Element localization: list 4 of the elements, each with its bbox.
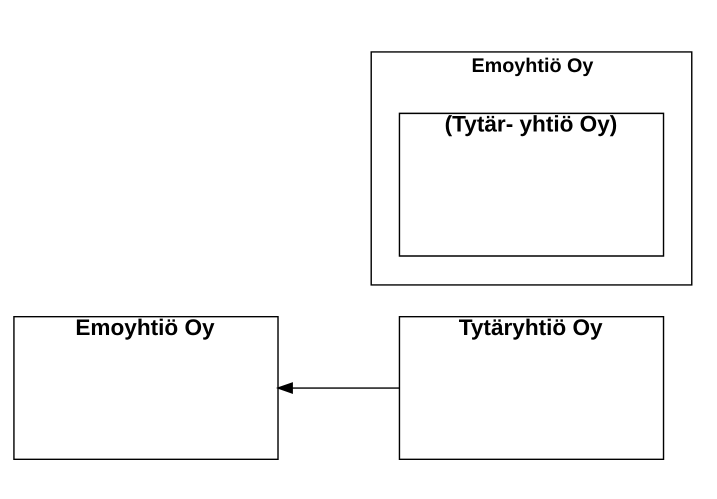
arrow — [276, 382, 400, 394]
node-box: Tytäryhtiö Oy — [398, 316, 664, 460]
node-box: (Tytär- yhtiö Oy) — [398, 112, 664, 256]
node-box: Emoyhtiö Oy — [13, 316, 279, 460]
